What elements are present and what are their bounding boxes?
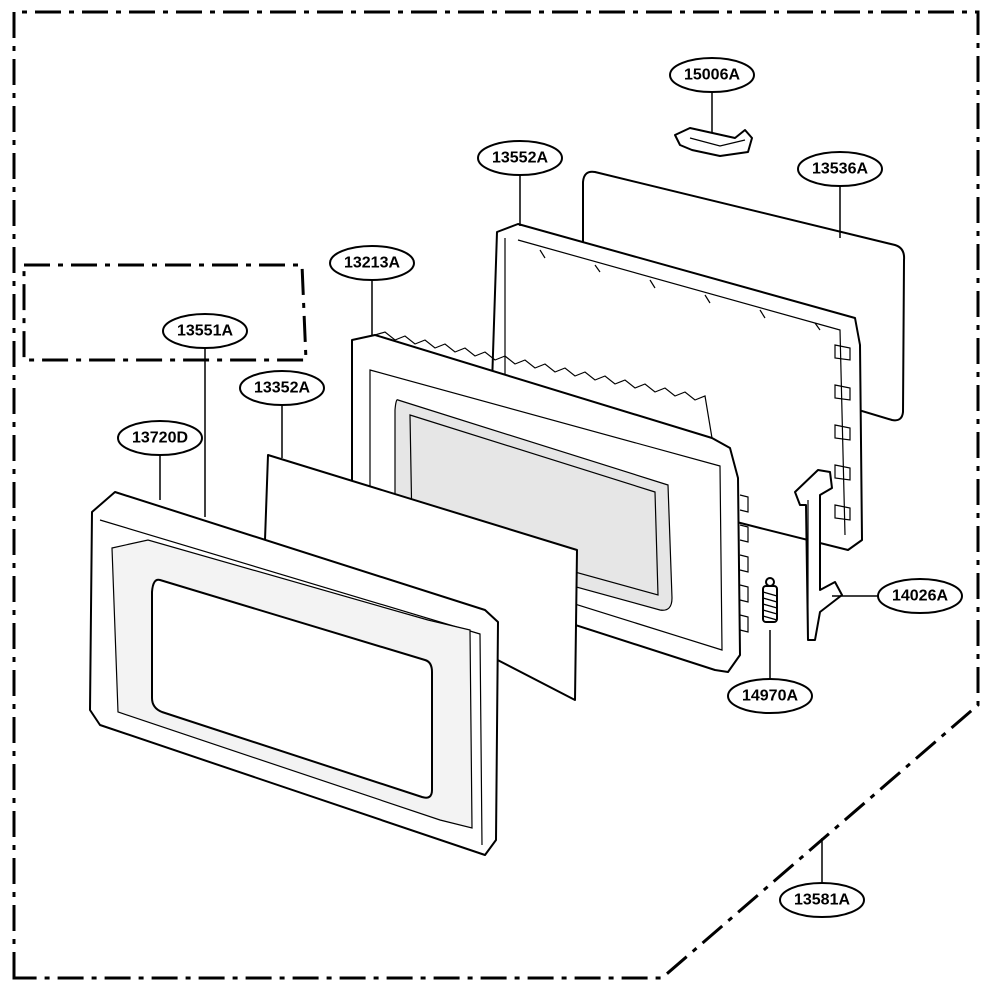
callout-15006a-label: 15006A — [684, 67, 740, 84]
callout-13552a-label: 13552A — [492, 150, 548, 167]
callout-15006a: 15006A — [669, 57, 755, 93]
callout-13213a-label: 13213A — [344, 255, 400, 272]
callout-13213a: 13213A — [329, 245, 415, 281]
part-14026a-latch — [794, 469, 843, 641]
callout-13536a-label: 13536A — [812, 161, 868, 178]
assembly-boundary — [12, 10, 980, 980]
callout-14026a: 14026A — [877, 578, 963, 614]
part-13352a-screen — [264, 454, 578, 701]
callout-13581a-label: 13581A — [794, 892, 850, 909]
part-13720d-front-frame — [89, 491, 499, 856]
leader-lines — [159, 92, 878, 883]
callout-13352a: 13352A — [239, 370, 325, 406]
callout-13352a-label: 13352A — [254, 380, 310, 397]
part-14970a-spring — [762, 577, 778, 623]
callout-13581a: 13581A — [779, 882, 865, 918]
callout-13720d-label: 13720D — [132, 430, 188, 447]
part-15006a-clip — [674, 127, 753, 157]
callout-13536a: 13536A — [797, 151, 883, 187]
inner-boundary-box — [22, 263, 308, 362]
callout-14970a-label: 14970A — [742, 688, 798, 705]
callout-13551a-label: 13551A — [177, 323, 233, 340]
callout-13552a: 13552A — [477, 140, 563, 176]
callout-14026a-label: 14026A — [892, 588, 948, 605]
callout-14970a: 14970A — [727, 678, 813, 714]
callout-13720d: 13720D — [117, 420, 203, 456]
callout-13551a: 13551A — [162, 313, 248, 349]
